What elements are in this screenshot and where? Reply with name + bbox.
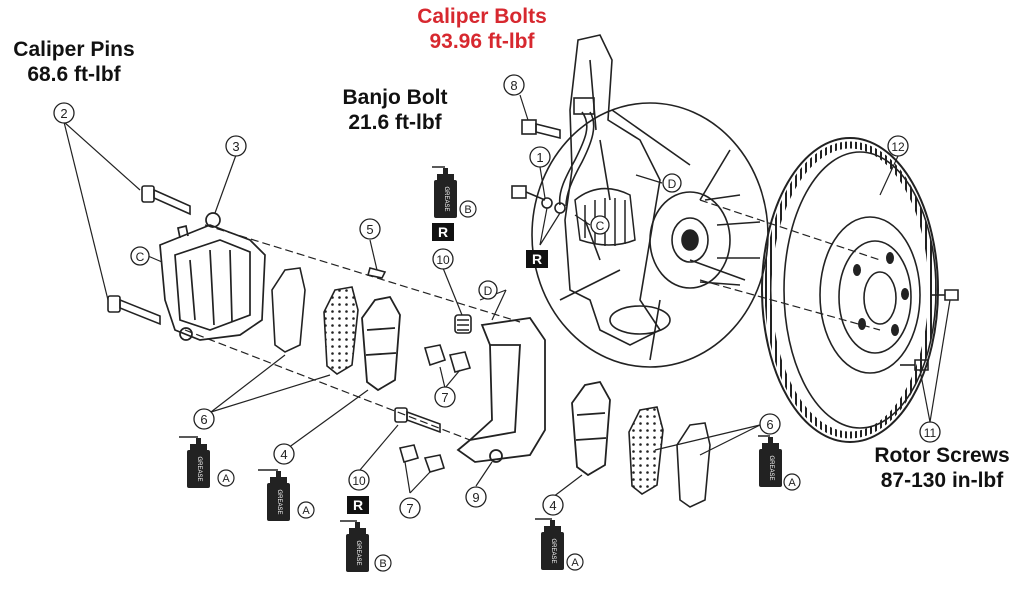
- callout-7-lower: 7: [399, 497, 421, 519]
- svg-text:A: A: [302, 505, 310, 517]
- callout-7-upper: 7: [434, 386, 456, 408]
- svg-text:C: C: [136, 250, 145, 264]
- wheel-hub: [649, 191, 761, 289]
- caliper-pins-title: Caliper Pins: [13, 38, 135, 61]
- caliper-bolts-torque: 93.96 ft-lbf: [429, 29, 535, 53]
- replace-marker-hose: R: [526, 250, 548, 268]
- brake-pad-left: [361, 295, 401, 392]
- svg-text:4: 4: [549, 498, 556, 513]
- brake-rotor: [761, 137, 939, 443]
- svg-text:R: R: [532, 251, 542, 267]
- svg-text:9: 9: [472, 490, 479, 505]
- callout-c-left: C: [130, 246, 150, 266]
- pad-clip-upper: [423, 344, 472, 373]
- rotor-screws-torque: 87-130 in-lbf: [880, 468, 1004, 492]
- torque-label-caliper-pins: Caliper Pins 68.6 ft-lbf: [4, 38, 144, 88]
- caliper-bolt: [521, 119, 561, 140]
- caliper-pin: [107, 185, 191, 326]
- replace-marker-lower: R: [347, 496, 369, 514]
- callout-11: 11: [919, 421, 941, 443]
- pad-clip-lower: [398, 444, 446, 473]
- svg-text:B: B: [464, 204, 471, 216]
- svg-text:R: R: [438, 224, 448, 240]
- guide-pin-boot: [454, 314, 472, 334]
- grease-can-b-lower: GREASE B: [340, 520, 392, 572]
- svg-text:GREASE: GREASE: [196, 456, 202, 481]
- svg-text:C: C: [596, 219, 605, 233]
- svg-text:R: R: [353, 497, 363, 513]
- svg-text:A: A: [571, 557, 579, 569]
- svg-text:1: 1: [536, 150, 543, 165]
- callout-4-right: 4: [542, 494, 564, 516]
- svg-text:GREASE: GREASE: [355, 540, 361, 565]
- wear-indicator: [366, 267, 387, 279]
- torque-label-caliper-bolts: Caliper Bolts 93.96 ft-lbf: [392, 5, 572, 55]
- svg-text:5: 5: [366, 222, 373, 237]
- svg-text:A: A: [222, 473, 230, 485]
- svg-text:4: 4: [280, 447, 287, 462]
- brake-pad-right: [571, 380, 611, 477]
- callout-6-right: 6: [759, 413, 781, 435]
- steering-knuckle: [564, 34, 671, 346]
- grease-can-b-upper: GREASE B: [432, 166, 477, 218]
- callout-5: 5: [359, 218, 381, 240]
- banjo-bolt-torque: 21.6 ft-lbf: [348, 110, 442, 134]
- shim-outer-right: [676, 422, 711, 508]
- svg-text:GREASE: GREASE: [276, 489, 282, 514]
- torque-label-banjo-bolt: Banjo Bolt 21.6 ft-lbf: [320, 86, 470, 136]
- caliper-bolts-title: Caliper Bolts: [417, 5, 547, 28]
- svg-text:10: 10: [436, 253, 450, 267]
- svg-text:GREASE: GREASE: [443, 186, 449, 211]
- grease-can-a-far-right: GREASE A: [758, 435, 801, 491]
- caliper-bracket: [456, 317, 546, 463]
- callout-9: 9: [465, 486, 487, 508]
- rotor-screw: [900, 289, 959, 371]
- callout-6-left: 6: [193, 408, 215, 430]
- grease-can-a-center: GREASE A: [258, 469, 315, 521]
- callout-c-right: C: [590, 215, 610, 235]
- brake-caliper: [159, 212, 266, 341]
- svg-text:6: 6: [766, 417, 773, 432]
- guide-pin: [394, 407, 441, 434]
- banjo-bolt-title: Banjo Bolt: [342, 86, 448, 109]
- svg-text:A: A: [788, 477, 796, 489]
- svg-text:12: 12: [891, 140, 905, 154]
- callout-10-lower: 10: [348, 469, 370, 491]
- shim-dotted-right: [628, 406, 664, 495]
- svg-text:11: 11: [924, 426, 937, 440]
- grease-can-a-right-lower: GREASE A: [535, 518, 584, 571]
- caliper-pins-torque: 68.6 ft-lbf: [27, 62, 121, 86]
- svg-text:D: D: [668, 177, 677, 191]
- svg-text:B: B: [379, 558, 386, 570]
- leader-lines: [63, 94, 951, 498]
- svg-text:10: 10: [352, 474, 366, 488]
- svg-text:D: D: [484, 284, 493, 298]
- replace-marker-upper: R: [432, 223, 454, 241]
- callout-1: 1: [529, 146, 551, 168]
- svg-text:7: 7: [406, 501, 413, 516]
- grease-can-a-left: GREASE A: [179, 436, 235, 488]
- shim-outer-left: [271, 267, 306, 353]
- rotor-screws-title: Rotor Screws: [874, 444, 1010, 467]
- svg-text:3: 3: [232, 139, 239, 154]
- callout-8: 8: [503, 74, 525, 96]
- callout-d-knuckle: D: [662, 173, 682, 193]
- svg-text:GREASE: GREASE: [550, 538, 556, 563]
- torque-label-rotor-screws: Rotor Screws 87-130 in-lbf: [862, 444, 1022, 494]
- svg-text:GREASE: GREASE: [768, 455, 774, 480]
- callout-12: 12: [887, 135, 909, 157]
- svg-text:6: 6: [200, 412, 207, 427]
- svg-text:7: 7: [441, 390, 448, 405]
- callout-d-bracket: D: [478, 280, 498, 300]
- callout-4-left: 4: [273, 443, 295, 465]
- svg-text:2: 2: [60, 106, 67, 121]
- callout-3: 3: [225, 135, 247, 157]
- callout-2: 2: [53, 102, 75, 124]
- callout-10-upper: 10: [432, 248, 454, 270]
- brake-hose: [558, 97, 595, 207]
- shim-dotted-left: [323, 286, 359, 375]
- svg-text:8: 8: [510, 78, 517, 93]
